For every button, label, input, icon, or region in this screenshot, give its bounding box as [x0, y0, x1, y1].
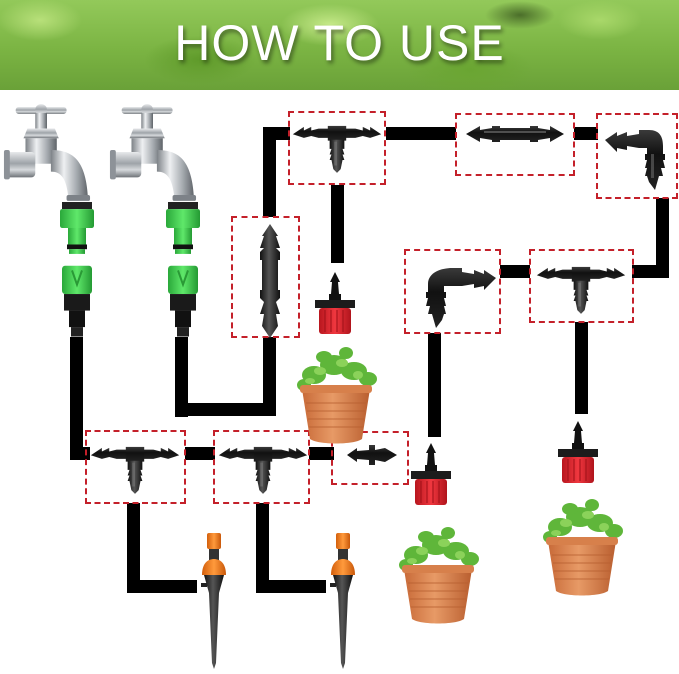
hose-adapter-icon [164, 200, 202, 338]
tube-top-mid [386, 127, 456, 140]
stake-sprayer-2 [328, 533, 358, 669]
tee-connector-icon [536, 266, 626, 314]
potted-plant-3 [540, 497, 624, 597]
water-tap-icon [3, 104, 91, 201]
potted-plant-2 [396, 525, 480, 625]
tube-faucet2-up [263, 337, 276, 416]
tee-connector-icon [90, 446, 180, 494]
elbow-connector-icon [605, 130, 665, 190]
tube-faucet2-bottom [175, 403, 275, 416]
tube-left-vertical [263, 127, 276, 217]
elbow-top-right [602, 124, 670, 192]
tube-top-left-stub [263, 127, 290, 140]
highlight-elbow-top-right [596, 113, 678, 199]
end-plug [345, 442, 400, 468]
potted-plant-1 [294, 345, 378, 445]
highlight-tee-bottom-left [85, 430, 186, 504]
water-tap-icon [109, 104, 197, 201]
elbow-middle [418, 262, 498, 330]
tube-tee1-right [127, 580, 197, 593]
potted-plant-icon [542, 498, 624, 596]
quick-connector-2 [164, 200, 202, 338]
tube-top-tee-down [331, 185, 344, 263]
red-dripper-icon [410, 442, 452, 506]
straight-coupler-icon [466, 126, 564, 142]
quick-connector-1 [58, 200, 96, 338]
tee-connector-icon [218, 446, 308, 494]
tee-bottom-left [89, 440, 181, 498]
dripper-2 [410, 442, 452, 506]
tube-right-horizontal [632, 265, 669, 278]
highlight-straight-coupler-vertical [231, 216, 300, 338]
tube-right-vertical [656, 198, 669, 278]
elbow-connector-icon [426, 268, 496, 328]
potted-plant-icon [398, 526, 480, 624]
tube-tee2-right [256, 580, 326, 593]
tube-middle-row [500, 265, 530, 278]
tube-faucet1-down [70, 337, 83, 460]
highlight-end-plug [331, 431, 409, 485]
straight-coupler-icon [260, 224, 280, 338]
red-dripper-icon [557, 420, 599, 484]
highlight-tee-top [288, 111, 386, 185]
tube-tee2-down [256, 503, 269, 593]
dripper-3 [557, 420, 599, 484]
highlight-tee-middle-right [529, 249, 634, 323]
straight-coupler-vertical [258, 222, 282, 340]
tee-top [291, 119, 383, 177]
tube-top-right [574, 127, 598, 140]
red-dripper-icon [314, 271, 356, 335]
tube-bottom-row-1 [185, 447, 215, 460]
tube-mid-tee-down [575, 322, 588, 414]
stake-sprayer-1 [199, 533, 229, 669]
straight-coupler-top [462, 122, 568, 146]
tee-middle-right [535, 260, 627, 318]
highlight-tee-bottom-middle [213, 430, 310, 504]
faucet-1 [2, 100, 92, 204]
faucet-2 [108, 100, 198, 204]
banner-title: HOW TO USE [174, 15, 505, 71]
tube-faucet2-down [175, 337, 188, 417]
hose-adapter-icon [58, 200, 96, 338]
highlight-elbow-middle [404, 249, 501, 334]
stake-sprayer-icon [201, 533, 226, 669]
tee-bottom-middle [217, 440, 309, 498]
end-plug-icon [347, 445, 397, 465]
tube-mid-elbow-down [428, 333, 441, 437]
dripper-1 [314, 271, 356, 335]
tube-bottom-row-2 [309, 447, 334, 460]
highlight-straight-coupler-top [455, 113, 575, 176]
tube-tee1-down [127, 503, 140, 593]
tee-connector-icon [292, 125, 382, 173]
potted-plant-icon [296, 346, 378, 444]
header-banner: HOW TO USE [0, 0, 679, 90]
stake-sprayer-icon [330, 533, 355, 669]
